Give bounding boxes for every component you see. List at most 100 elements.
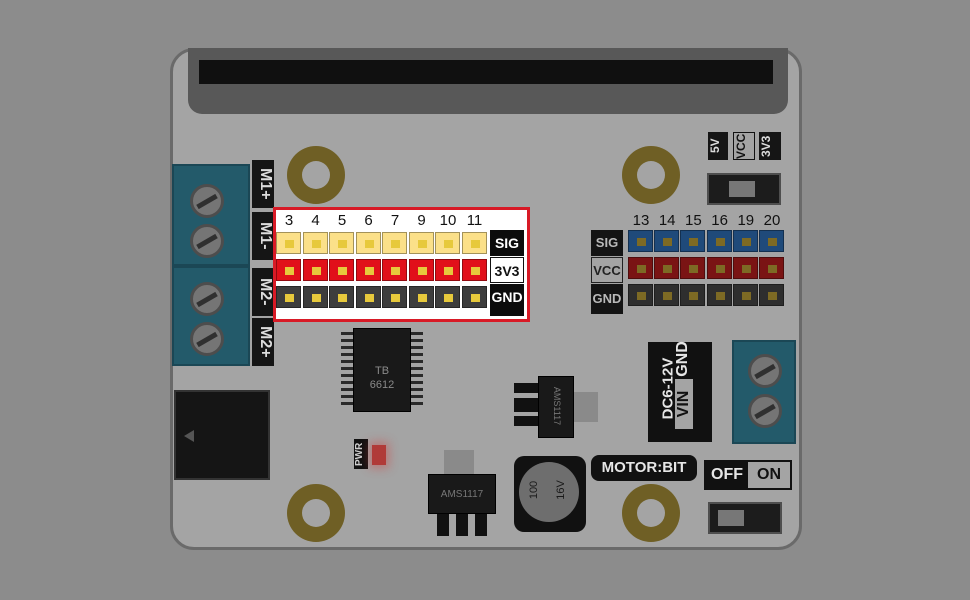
power-led [372,445,386,465]
header-pin[interactable] [732,230,758,252]
regulator-top-heatsink [574,392,598,422]
header-pin[interactable] [276,286,301,308]
motor-terminal-m2 [172,266,250,366]
header-pin[interactable] [302,259,328,281]
power-switch-label: OFF ON [704,460,792,490]
pin-number: 7 [390,212,400,229]
header-pin[interactable] [329,286,354,308]
motor-label-m1-minus: M1- [252,212,274,260]
capacitor-text-right: 16V [554,480,567,500]
header-pin[interactable] [408,286,434,308]
header-pin[interactable] [732,257,758,279]
regulator-bottom: AMS1117 [428,474,496,514]
voltage-label-vcc: VCC [733,132,755,160]
regulator-top-tab3 [514,416,540,426]
regulator-top-tab [514,383,540,393]
right-row-label-sig: SIG [591,230,623,256]
pin-number: 10 [439,212,457,229]
header-pin[interactable] [680,284,706,306]
left-row-label-gnd: GND [490,284,524,316]
power-terminal [732,340,796,444]
header-pin[interactable] [355,286,381,308]
buzzer [174,390,270,480]
capacitor-text-left: 100 [528,480,541,500]
chip-text-line1: TB [374,365,390,377]
header-pin[interactable] [654,230,680,252]
voltage-label-5v: 5V [708,132,728,160]
header-pin[interactable] [759,230,784,252]
right-row-label-vcc: VCC [591,257,623,283]
voltage-label-3v3: 3V3 [759,132,781,160]
vin-label: VIN [674,378,694,430]
header-pin[interactable] [329,259,354,281]
header-pin[interactable] [276,232,301,254]
regulator-top-text: AMS1117 [552,386,562,426]
header-pin[interactable] [355,232,381,254]
header-pin[interactable] [628,284,653,306]
motor-terminal-m1 [172,164,250,266]
voltage-select-switch[interactable] [707,173,781,205]
chip-legs-left [341,332,353,408]
header-pin[interactable] [706,257,732,279]
pwr-label: PWR [354,439,368,469]
motor-label-m2-plus: M2+ [252,318,274,366]
motor-label-m2-minus: M2- [252,268,274,316]
regulator-top: AMS1117 [538,376,574,438]
pin-number: 5 [337,212,347,229]
header-pin[interactable] [408,259,434,281]
header-pin[interactable] [382,259,407,281]
header-pin[interactable] [628,257,653,279]
header-pin[interactable] [382,232,407,254]
header-pin[interactable] [435,286,460,308]
screw-icon [190,184,224,218]
screw-icon [748,394,782,428]
switch-slider [729,181,755,197]
header-pin[interactable] [461,286,487,308]
screw-icon [748,354,782,388]
header-pin[interactable] [302,232,328,254]
regulator-bottom-text: AMS1117 [440,489,484,500]
header-pin[interactable] [435,232,460,254]
header-pin[interactable] [680,230,706,252]
header-pin[interactable] [461,232,487,254]
right-row-label-gnd: GND [591,284,623,314]
header-pin[interactable] [302,286,328,308]
mounting-hole-bottom-right [622,484,680,542]
header-pin[interactable] [276,259,301,281]
power-switch-slider [718,510,744,526]
mounting-hole-top-right [622,146,680,204]
pin-number: 19 [737,212,755,229]
header-pin[interactable] [759,257,784,279]
screw-icon [190,224,224,258]
header-pin[interactable] [706,284,732,306]
header-pin[interactable] [628,230,653,252]
pin-number: 13 [632,212,650,229]
pin-number: 16 [711,212,728,229]
pin-number: 6 [364,212,373,229]
mounting-hole-top-left [287,146,345,204]
screw-icon [190,282,224,316]
gnd-power-label: GND [674,341,691,377]
regulator-top-tab2 [514,398,540,412]
pin-number: 20 [763,212,781,229]
pin-number: 11 [466,212,483,229]
capacitor: 100 16V [514,456,586,532]
motor-label-m1-plus: M1+ [252,160,274,208]
header-pin[interactable] [408,232,434,254]
header-pin[interactable] [654,284,680,306]
header-pin[interactable] [435,259,460,281]
header-pin[interactable] [706,230,732,252]
header-pin[interactable] [759,284,784,306]
header-pin[interactable] [461,259,487,281]
header-pin[interactable] [355,259,381,281]
chip-legs-right [411,332,423,408]
left-row-label-sig: SIG [490,230,524,256]
header-pin[interactable] [680,257,706,279]
chip-text-line2: 6612 [369,379,395,391]
pin-number: 14 [658,212,676,229]
header-pin[interactable] [329,232,354,254]
header-pin[interactable] [732,284,758,306]
header-pin[interactable] [382,286,407,308]
header-pin[interactable] [654,257,680,279]
power-switch[interactable] [708,502,782,534]
